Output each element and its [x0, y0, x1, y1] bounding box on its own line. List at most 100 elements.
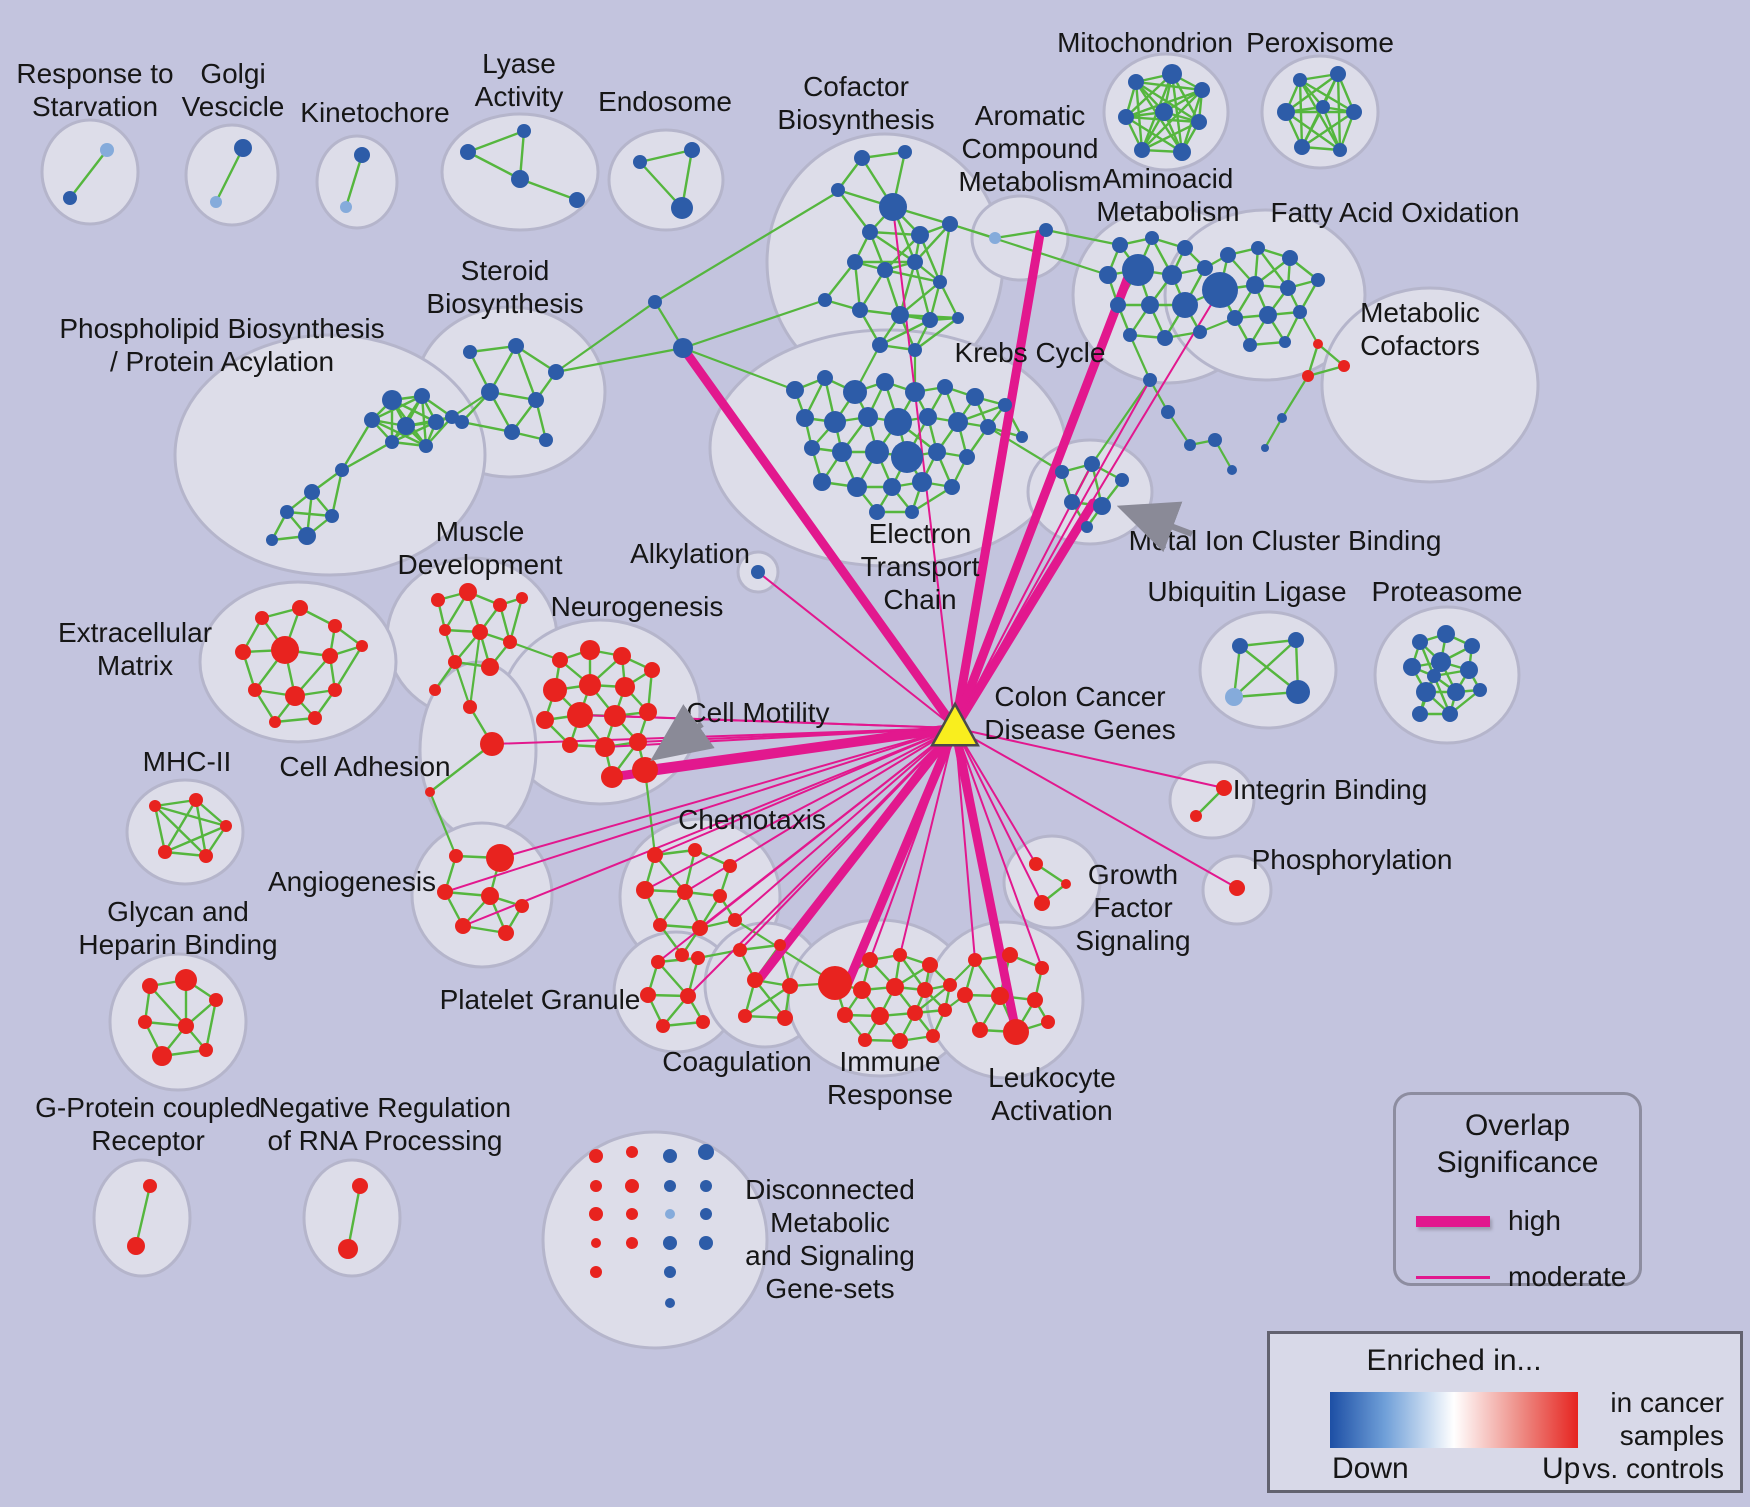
gene-set-node[interactable] — [733, 943, 747, 957]
gene-set-node[interactable] — [1128, 74, 1144, 90]
gene-set-node[interactable] — [234, 139, 252, 157]
gene-set-node[interactable] — [907, 1005, 923, 1021]
gene-set-node[interactable] — [699, 1236, 713, 1250]
gene-set-node[interactable] — [738, 1009, 752, 1023]
gene-set-node[interactable] — [663, 1236, 677, 1250]
gene-set-node[interactable] — [1293, 73, 1307, 87]
gene-set-node[interactable] — [1208, 433, 1222, 447]
gene-set-node[interactable] — [1190, 810, 1202, 822]
gene-set-node[interactable] — [892, 1033, 908, 1049]
gene-set-node[interactable] — [1437, 625, 1455, 643]
gene-set-node[interactable] — [713, 889, 727, 903]
gene-set-node[interactable] — [1243, 338, 1257, 352]
gene-set-node[interactable] — [804, 440, 820, 456]
gene-set-node[interactable] — [589, 1149, 603, 1163]
gene-set-node[interactable] — [626, 1237, 638, 1249]
gene-set-node[interactable] — [644, 662, 660, 678]
gene-set-node[interactable] — [590, 1266, 602, 1278]
gene-set-node[interactable] — [552, 652, 568, 668]
gene-set-node[interactable] — [684, 142, 700, 158]
gene-set-node[interactable] — [604, 705, 626, 727]
gene-set-node[interactable] — [1216, 780, 1232, 796]
gene-set-node[interactable] — [1294, 139, 1310, 155]
gene-set-node[interactable] — [1197, 260, 1213, 276]
gene-set-node[interactable] — [893, 948, 907, 962]
gene-set-node[interactable] — [832, 442, 852, 462]
gene-set-node[interactable] — [486, 844, 514, 872]
gene-set-node[interactable] — [886, 978, 904, 996]
gene-set-node[interactable] — [877, 262, 893, 278]
gene-set-node[interactable] — [865, 440, 889, 464]
gene-set-node[interactable] — [1261, 444, 1269, 452]
gene-set-node[interactable] — [1346, 104, 1362, 120]
gene-set-node[interactable] — [1220, 247, 1236, 263]
gene-set-node[interactable] — [569, 192, 585, 208]
gene-set-node[interactable] — [189, 793, 203, 807]
gene-set-node[interactable] — [1034, 895, 1050, 911]
gene-set-node[interactable] — [858, 407, 878, 427]
gene-set-node[interactable] — [429, 684, 441, 696]
gene-set-node[interactable] — [852, 302, 868, 318]
gene-set-node[interactable] — [796, 409, 814, 427]
gene-set-node[interactable] — [1412, 634, 1428, 650]
gene-set-node[interactable] — [847, 254, 863, 270]
gene-set-node[interactable] — [653, 918, 667, 932]
gene-set-node[interactable] — [1442, 706, 1458, 722]
gene-set-node[interactable] — [515, 899, 529, 913]
gene-set-node[interactable] — [1122, 254, 1154, 286]
gene-set-node[interactable] — [876, 373, 894, 391]
gene-set-node[interactable] — [1143, 373, 1157, 387]
gene-set-node[interactable] — [580, 640, 600, 660]
gene-set-node[interactable] — [651, 955, 665, 969]
gene-set-node[interactable] — [671, 197, 693, 219]
gene-set-node[interactable] — [1016, 431, 1028, 443]
gene-set-node[interactable] — [854, 150, 870, 166]
gene-set-node[interactable] — [460, 144, 476, 160]
gene-set-node[interactable] — [1416, 682, 1436, 702]
gene-set-node[interactable] — [817, 370, 833, 386]
gene-set-node[interactable] — [698, 1144, 714, 1160]
gene-set-node[interactable] — [1447, 683, 1465, 701]
gene-set-node[interactable] — [1311, 273, 1325, 287]
gene-set-node[interactable] — [562, 737, 578, 753]
gene-set-node[interactable] — [1134, 142, 1150, 158]
gene-set-node[interactable] — [1081, 521, 1093, 533]
gene-set-node[interactable] — [498, 925, 514, 941]
gene-set-node[interactable] — [1330, 66, 1346, 82]
gene-set-node[interactable] — [1155, 103, 1173, 121]
gene-set-node[interactable] — [1194, 82, 1210, 98]
gene-set-node[interactable] — [1145, 231, 1159, 245]
gene-set-node[interactable] — [957, 987, 973, 1003]
gene-set-node[interactable] — [751, 565, 765, 579]
gene-set-node[interactable] — [431, 593, 445, 607]
gene-set-node[interactable] — [926, 1029, 940, 1043]
gene-set-node[interactable] — [158, 845, 172, 859]
gene-set-node[interactable] — [459, 583, 477, 601]
gene-set-node[interactable] — [142, 978, 158, 994]
gene-set-node[interactable] — [1177, 240, 1193, 256]
gene-set-node[interactable] — [626, 1208, 638, 1220]
gene-set-node[interactable] — [1161, 405, 1175, 419]
gene-set-node[interactable] — [414, 388, 430, 404]
gene-set-node[interactable] — [1338, 360, 1350, 372]
gene-set-node[interactable] — [1302, 370, 1314, 382]
gene-set-node[interactable] — [536, 711, 554, 729]
gene-set-node[interactable] — [691, 951, 705, 965]
gene-set-node[interactable] — [700, 1180, 712, 1192]
gene-set-node[interactable] — [938, 1003, 952, 1017]
gene-set-node[interactable] — [1162, 265, 1182, 285]
gene-set-node[interactable] — [891, 306, 909, 324]
gene-set-node[interactable] — [455, 918, 471, 934]
gene-set-node[interactable] — [942, 216, 958, 232]
gene-set-node[interactable] — [843, 380, 867, 404]
gene-set-node[interactable] — [919, 408, 937, 426]
gene-set-node[interactable] — [907, 254, 923, 270]
gene-set-node[interactable] — [813, 473, 831, 491]
gene-set-node[interactable] — [298, 527, 316, 545]
gene-set-node[interactable] — [325, 509, 339, 523]
gene-set-node[interactable] — [928, 443, 946, 461]
gene-set-node[interactable] — [966, 388, 984, 406]
gene-set-node[interactable] — [837, 1007, 853, 1023]
gene-set-node[interactable] — [1039, 223, 1053, 237]
gene-set-node[interactable] — [517, 124, 531, 138]
